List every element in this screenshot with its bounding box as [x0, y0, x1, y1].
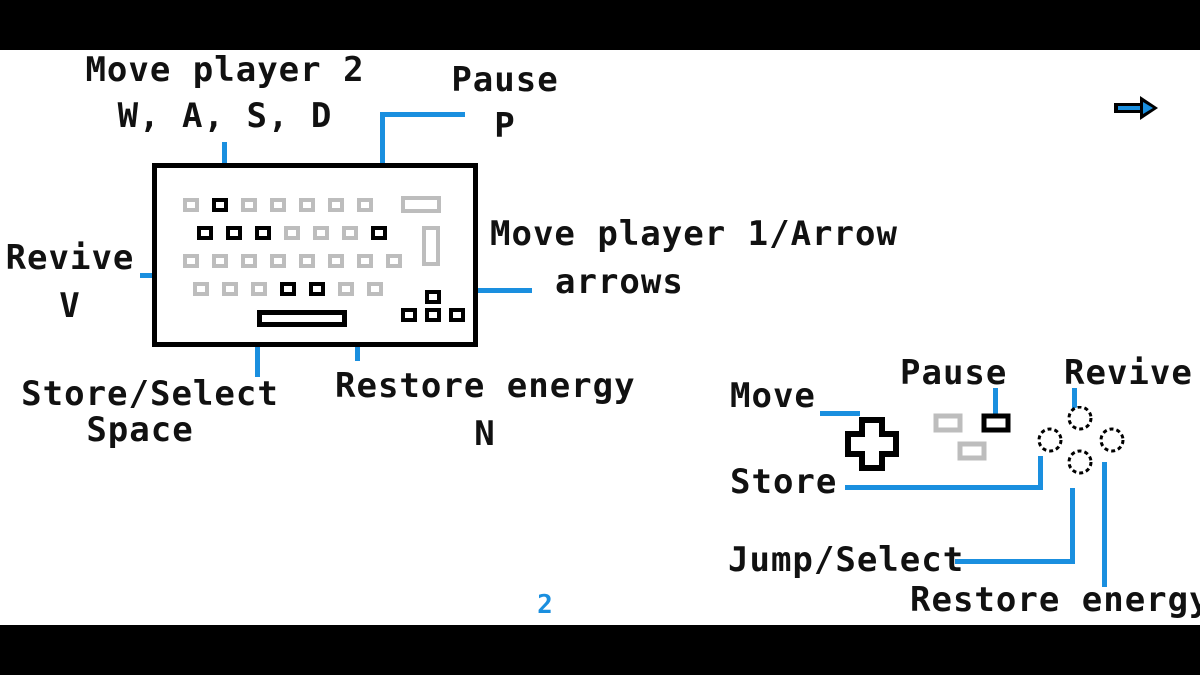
page-number: 2: [537, 590, 553, 620]
leader-line: [380, 112, 385, 210]
keyboard-diagram: [152, 163, 478, 347]
key: [241, 254, 257, 268]
leader-line: [845, 485, 1043, 490]
key: [313, 226, 329, 240]
leader-line: [255, 332, 260, 377]
backspace-key: [401, 196, 441, 213]
key: [183, 254, 199, 268]
ctrl-pause-label: Pause: [900, 353, 1008, 393]
leader-line: [1102, 462, 1107, 587]
ctrl-revive-label: Revive: [1064, 353, 1193, 393]
dpad-icon: [845, 417, 899, 471]
leader-line: [820, 411, 860, 416]
key-down-arrow: [425, 308, 441, 322]
key: [299, 254, 315, 268]
key: [299, 198, 315, 212]
face-button-left-icon: [1037, 427, 1063, 453]
leader-line: [450, 288, 532, 293]
space-key: [257, 310, 347, 327]
key-a: [197, 226, 213, 240]
pause-key: P: [494, 106, 516, 146]
face-button-bottom-icon: [1067, 449, 1093, 475]
select-button-icon: [933, 413, 963, 433]
move-player2-keys: W, A, S, D: [117, 96, 333, 136]
key: [241, 198, 257, 212]
ctrl-jump-select-label: Jump/Select: [728, 540, 965, 580]
leader-line: [955, 559, 1075, 564]
key-v: [280, 282, 296, 296]
leader-line: [1070, 488, 1075, 564]
ctrl-store-label: Store: [730, 462, 838, 502]
key: [270, 254, 286, 268]
leader-line: [380, 112, 465, 117]
enter-key: [422, 226, 440, 266]
key: [357, 254, 373, 268]
restore-energy-key: N: [474, 414, 496, 454]
ctrl-move-label: Move: [730, 376, 816, 416]
restore-energy-label: Restore energy: [335, 366, 636, 406]
key-d: [255, 226, 271, 240]
key-s: [226, 226, 242, 240]
move-player1-keys: arrows: [555, 262, 684, 302]
key-p: [371, 226, 387, 240]
start-button-icon: [981, 413, 1011, 433]
key: [193, 282, 209, 296]
move-player2-label: Move player 2: [85, 50, 365, 90]
key: [212, 254, 228, 268]
arrow-right-icon[interactable]: [1112, 96, 1158, 120]
home-button-icon: [957, 441, 987, 461]
face-button-right-icon: [1099, 427, 1125, 453]
revive-label: Revive: [5, 238, 135, 278]
store-select-label: Store/Select: [21, 374, 279, 414]
key-n: [309, 282, 325, 296]
leader-line: [1072, 388, 1077, 410]
key: [367, 282, 383, 296]
controls-screen: Move player 2 W, A, S, D Pause P Move pl…: [0, 50, 1200, 625]
ctrl-restore-energy-label: Restore energy: [910, 580, 1200, 620]
key: [386, 254, 402, 268]
face-button-top-icon: [1067, 406, 1093, 431]
key: [222, 282, 238, 296]
key: [183, 198, 199, 212]
key: [270, 198, 286, 212]
key: [357, 198, 373, 212]
leader-line: [1038, 456, 1043, 490]
leader-line: [993, 388, 998, 414]
key-w: [212, 198, 228, 212]
key: [284, 226, 300, 240]
store-select-key: Space: [86, 410, 194, 450]
key-left-arrow: [401, 308, 417, 322]
key: [338, 282, 354, 296]
key: [342, 226, 358, 240]
key-right-arrow: [449, 308, 465, 322]
move-player1-label: Move player 1/Arrow: [490, 214, 898, 254]
key: [251, 282, 267, 296]
key-up-arrow: [425, 290, 441, 304]
key: [328, 254, 344, 268]
key: [328, 198, 344, 212]
revive-key: V: [59, 286, 81, 326]
gamepad-diagram: [845, 406, 1125, 475]
pause-label: Pause: [451, 60, 559, 100]
